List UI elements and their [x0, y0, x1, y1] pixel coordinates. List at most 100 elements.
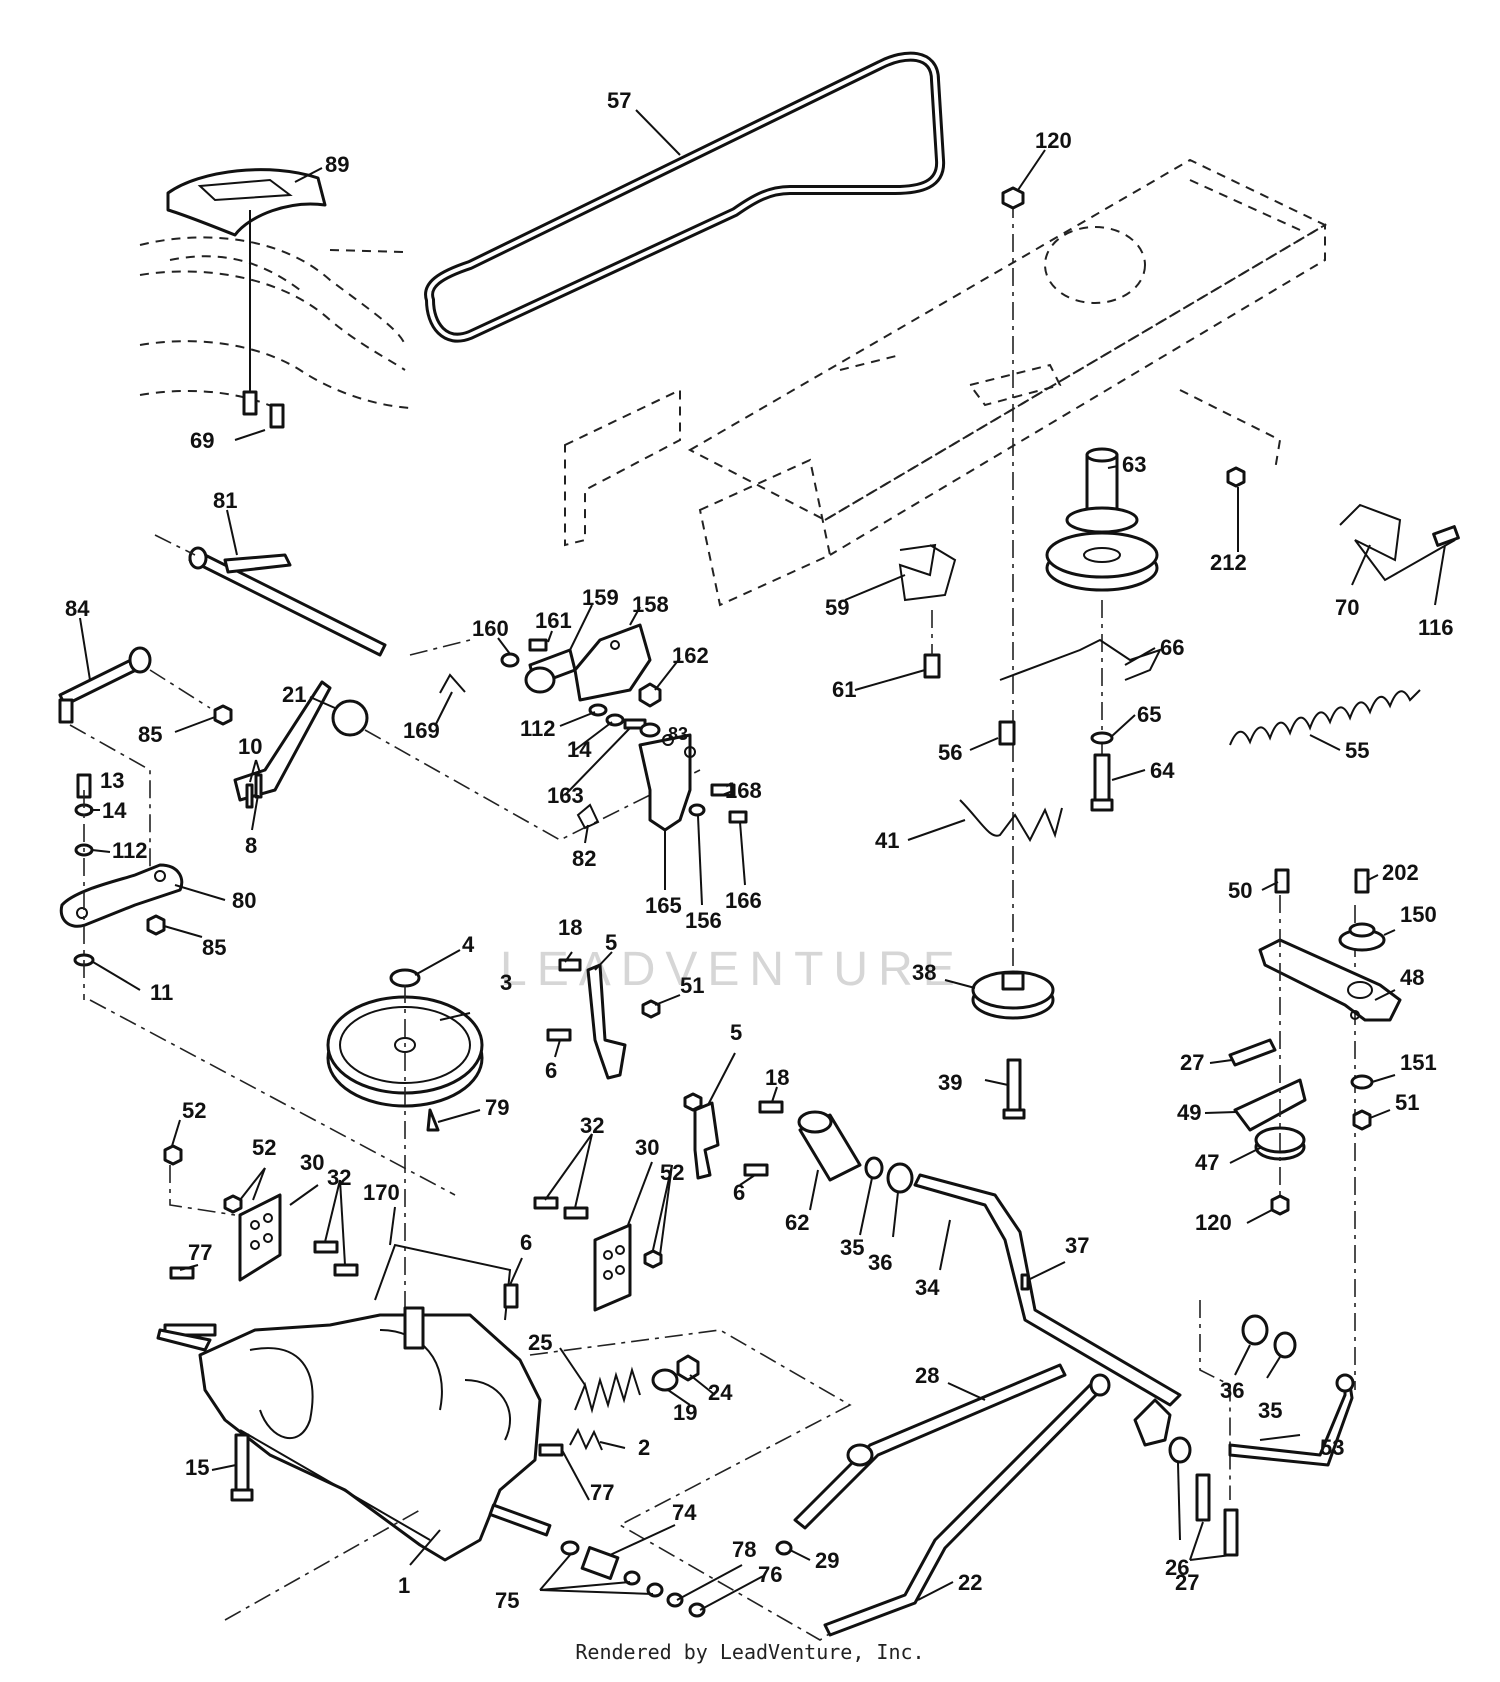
callout-65: 65 [1137, 702, 1161, 727]
part-120-nut-top [1001, 186, 1025, 210]
callout-30-right: 30 [635, 1135, 659, 1160]
axis-line-81 [154, 534, 196, 556]
part-25-spring [574, 1366, 641, 1414]
part-56-bolt [998, 720, 1016, 746]
callout-36-right: 36 [1220, 1378, 1244, 1403]
part-55-extension-spring [1229, 689, 1421, 746]
callout-47: 47 [1195, 1150, 1219, 1175]
callout-61: 61 [832, 677, 856, 702]
callout-19: 19 [673, 1400, 697, 1425]
callout-48: 48 [1400, 965, 1424, 990]
callout-59: 59 [825, 595, 849, 620]
part-48-idler-arm [1258, 938, 1402, 1022]
callout-85-upper: 85 [138, 722, 162, 747]
part-15-bolt [230, 1433, 254, 1502]
callout-28: 28 [915, 1363, 939, 1388]
part-79-key [426, 1108, 440, 1132]
callout-1: 1 [398, 1573, 410, 1598]
callout-32-right: 32 [580, 1113, 604, 1138]
callout-53: 53 [1320, 1435, 1344, 1460]
part-37-pin [1020, 1273, 1030, 1291]
callout-36-left: 36 [868, 1250, 892, 1275]
frame-phantom-outline [564, 158, 1328, 607]
callout-30-left: 30 [300, 1150, 324, 1175]
part-36-washer-b [1241, 1314, 1269, 1346]
part-52-nut-a [163, 1144, 183, 1166]
callout-120: 120 [1035, 128, 1072, 153]
callout-56: 56 [938, 740, 962, 765]
callout-78: 78 [732, 1537, 756, 1562]
footer-credit: Rendered by LeadVenture, Inc. [575, 1640, 925, 1664]
axis-line-27 [1199, 1300, 1231, 1500]
callout-50: 50 [1228, 878, 1252, 903]
callout-163: 163 [547, 783, 584, 808]
callout-25: 25 [528, 1330, 552, 1355]
callout-14-right: 14 [567, 737, 592, 762]
axis-line-81-159 [409, 639, 471, 656]
callout-32-left: 32 [327, 1165, 351, 1190]
callout-82: 82 [572, 846, 596, 871]
part-27-bolt-upper [1228, 1038, 1277, 1067]
part-5-bracket-upper [586, 963, 627, 1080]
callout-166: 166 [725, 888, 762, 913]
part-34-brake-rod [913, 1173, 1182, 1407]
callout-66: 66 [1160, 635, 1184, 660]
callout-38: 38 [912, 960, 936, 985]
part-38-idler-pulley [971, 970, 1055, 1020]
callout-89: 89 [325, 152, 349, 177]
part-6-bolt-upper [546, 1028, 572, 1042]
callout-162: 162 [672, 643, 709, 668]
callout-37: 37 [1065, 1233, 1089, 1258]
part-32-bolts-left-b [333, 1263, 359, 1277]
callout-14-left: 14 [102, 798, 127, 823]
part-89-shift-plate [166, 168, 327, 237]
callout-80: 80 [232, 888, 256, 913]
callout-51-upper: 51 [680, 973, 704, 998]
part-8-shift-lever [233, 680, 332, 802]
callout-52-a: 52 [182, 1098, 206, 1123]
part-41-belt-keeper [959, 799, 1063, 843]
leader-lines [79, 109, 1446, 1611]
transaxle-axle-end-left [156, 1328, 212, 1352]
part-18-bolt-upper [558, 958, 582, 972]
callout-8: 8 [245, 833, 257, 858]
part-165-bracket [638, 733, 696, 832]
part-49-belt-guide [1233, 1078, 1307, 1132]
callout-51-right: 51 [1395, 1090, 1419, 1115]
callout-22: 22 [958, 1570, 982, 1595]
part-170-rod [374, 1243, 512, 1321]
part-64-bolt [1090, 753, 1114, 812]
callout-24: 24 [708, 1380, 733, 1405]
part-36-washer-a [886, 1162, 914, 1194]
part-159-arm [524, 648, 577, 694]
callout-2: 2 [638, 1435, 650, 1460]
part-2-spring [569, 1427, 603, 1451]
callout-6-rod: 6 [520, 1230, 532, 1255]
part-57-drive-belt [424, 51, 946, 343]
part-24-nut [676, 1354, 700, 1382]
part-10-screws-b [254, 773, 263, 799]
callout-63: 63 [1122, 452, 1146, 477]
part-150-pulley [1338, 922, 1386, 952]
callout-21: 21 [282, 682, 306, 707]
callout-83: 83 [668, 724, 688, 744]
part-4-retaining-ring [389, 968, 421, 988]
callout-70: 70 [1335, 595, 1359, 620]
part-30-plate-right [593, 1223, 632, 1312]
callout-150: 150 [1400, 902, 1437, 927]
callout-52-b: 52 [252, 1135, 276, 1160]
callout-75: 75 [495, 1588, 519, 1613]
part-85-nut-lower [146, 914, 166, 936]
callout-77-right: 77 [590, 1480, 614, 1505]
part-22-end [1089, 1373, 1111, 1397]
part-69-screws [242, 210, 285, 429]
callout-74: 74 [672, 1500, 697, 1525]
part-61-bolt [923, 653, 941, 679]
part-158-bracket [573, 623, 652, 702]
part-169-clip [439, 673, 466, 694]
callout-3: 3 [500, 970, 512, 995]
part-50-bolt [1274, 868, 1290, 894]
part-84-pivot-rod [58, 646, 152, 724]
callout-11: 11 [150, 980, 173, 1005]
